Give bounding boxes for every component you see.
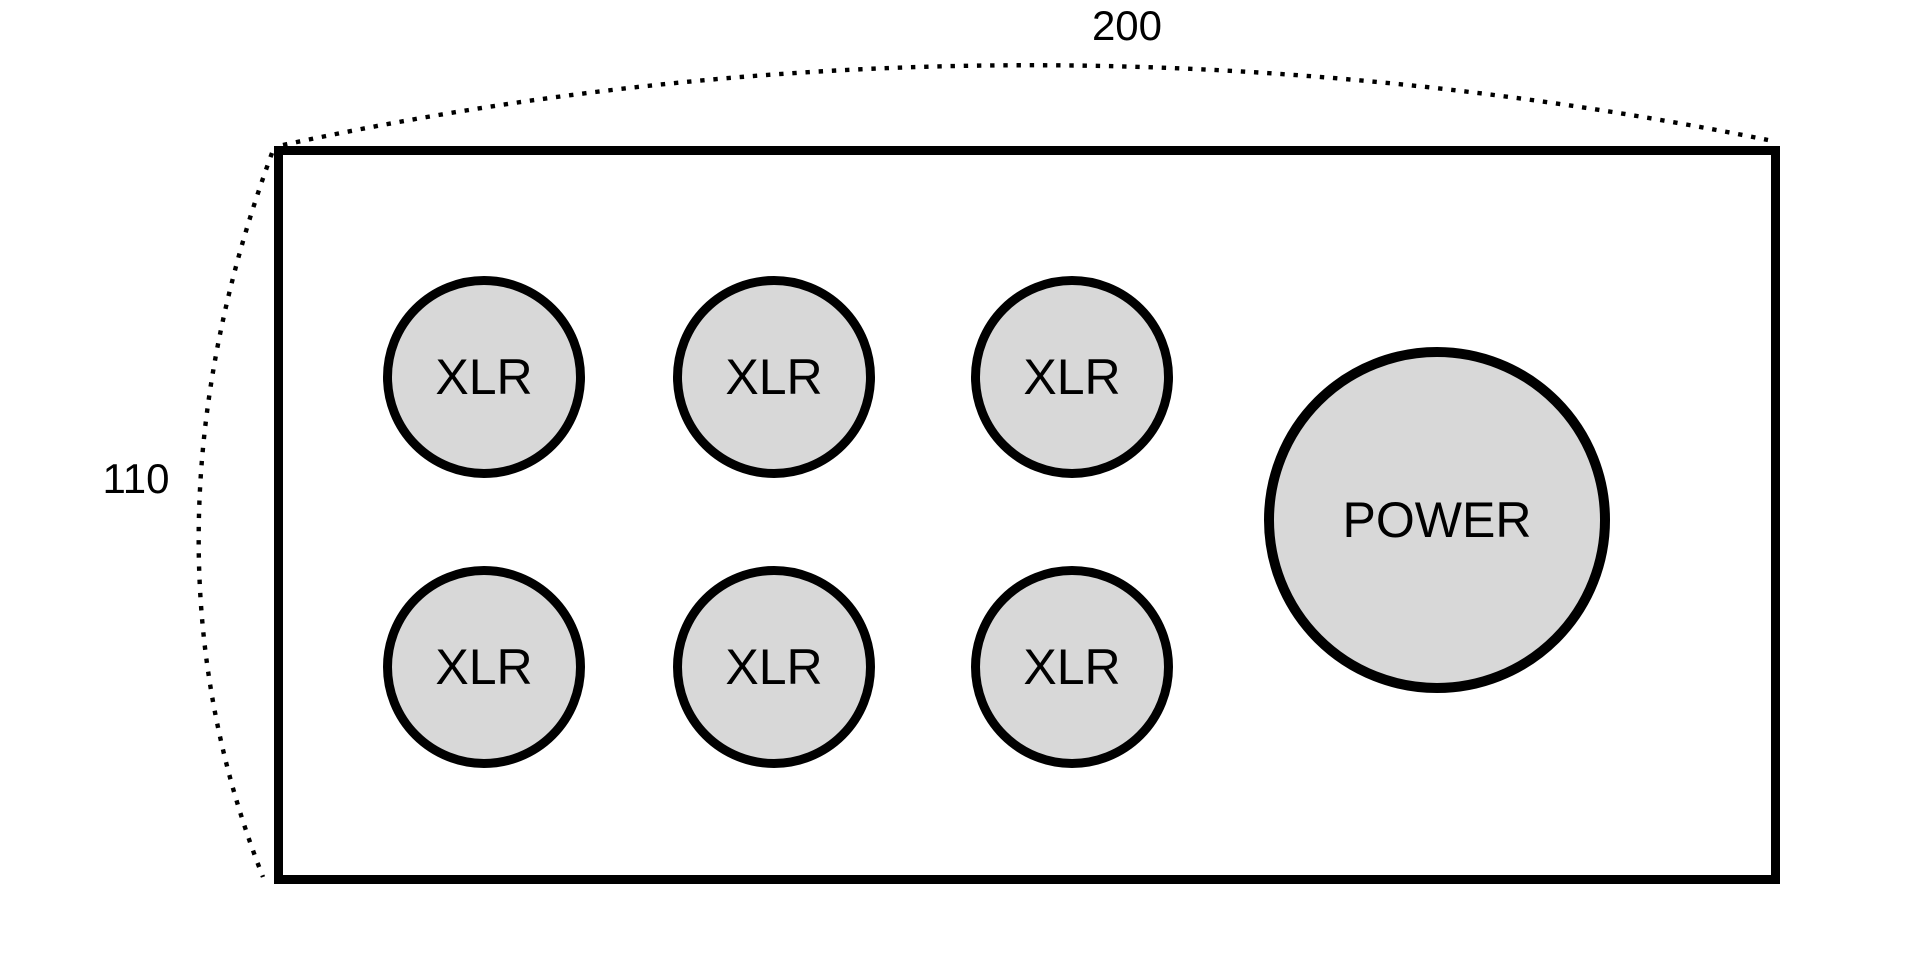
- xlr-connector-1: XLR: [383, 276, 585, 478]
- xlr-connector-label: XLR: [725, 639, 823, 695]
- height-dimension-arc: [196, 152, 275, 878]
- xlr-connector-label: XLR: [435, 349, 533, 405]
- power-connector: POWER: [1264, 347, 1610, 693]
- xlr-connector-label: XLR: [1023, 639, 1121, 695]
- xlr-connector-5: XLR: [673, 566, 875, 768]
- xlr-connector-label: XLR: [435, 639, 533, 695]
- xlr-connector-2: XLR: [673, 276, 875, 478]
- width-ref-label: 200: [1091, 2, 1163, 49]
- width-dimension-arc: [282, 63, 1769, 148]
- height-ref-label: 110: [102, 455, 170, 502]
- power-connector-label: POWER: [1342, 492, 1532, 548]
- xlr-connector-6: XLR: [971, 566, 1173, 768]
- xlr-connector-4: XLR: [383, 566, 585, 768]
- xlr-connector-3: XLR: [971, 276, 1173, 478]
- xlr-connector-label: XLR: [725, 349, 823, 405]
- xlr-connector-label: XLR: [1023, 349, 1121, 405]
